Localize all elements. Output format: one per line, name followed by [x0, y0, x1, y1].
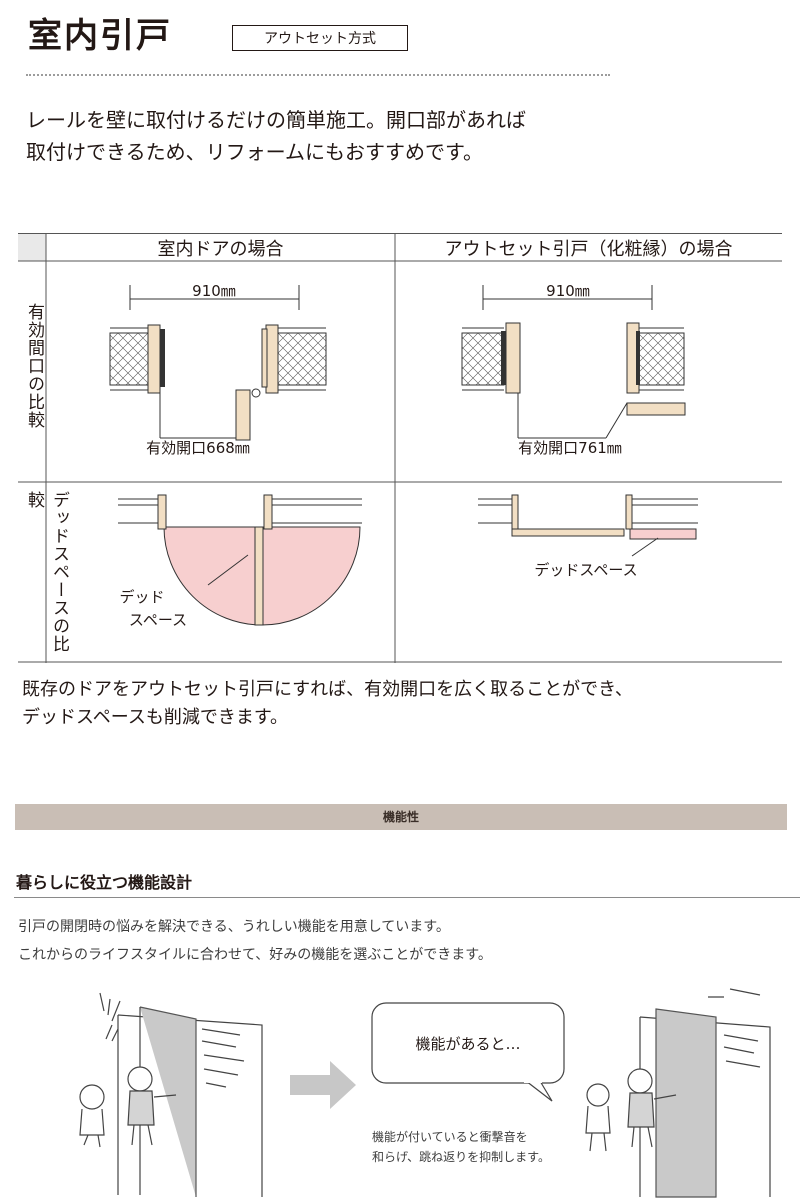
left-dead-label-1: デッド	[119, 588, 164, 606]
intro-line-2: 取付けできるため、リフォームにもおすすめです。	[26, 140, 483, 164]
section-heading: 暮らしに役立つ機能設計	[16, 873, 193, 892]
note-line-2: デッドスペースも削減できます。	[22, 707, 289, 728]
right-outset-plan	[461, 285, 686, 439]
caption-line-1: 機能が付いていると衝撃音を	[372, 1129, 528, 1144]
left-dead-space	[118, 494, 362, 626]
row-label-opening: 有効間口の比較	[24, 303, 44, 429]
speech-bubble	[371, 1002, 565, 1102]
dotted-divider	[26, 74, 610, 76]
section-bar: 機能性	[15, 804, 787, 830]
comparison-grid: 有効開口668㎜ 910㎜ 910㎜ 有効開口761㎜	[18, 233, 782, 663]
heading-underline	[14, 897, 800, 898]
left-door-plan	[109, 285, 327, 441]
caption-line-2: 和らげ、跳ね返りを抑制します。	[372, 1149, 550, 1164]
function-illustration: 機能があると… 機能が付いていると衝撃音を 和らげ、跳ね返りを抑制します。	[0, 975, 800, 1200]
arrow-right-icon	[290, 1061, 356, 1109]
soft-close-scene	[585, 988, 771, 1198]
page-title: 室内引戸	[28, 16, 172, 56]
note-line-1: 既存のドアをアウトセット引戸にすれば、有効開口を広く取ることができ、	[22, 679, 633, 700]
intro-text: レールを壁に取付けるだけの簡単施工。開口部があれば 取付けできるため、リフォーム…	[26, 104, 526, 168]
comparison-note: 既存のドアをアウトセット引戸にすれば、有効開口を広く取ることができ、 デッドスペ…	[22, 676, 633, 732]
method-badge: アウトセット方式	[232, 25, 408, 51]
left-width-text: 910㎜	[192, 282, 236, 300]
left-dead-label-2: スペース	[129, 611, 187, 629]
comparison-table: 有効開口668㎜ 910㎜ 910㎜ 有効開口761㎜	[18, 233, 782, 663]
col-header-outset-door: アウトセット引戸（化粧縁）の場合	[444, 239, 733, 260]
row-label-dead-space: デッドスペースの比較	[24, 491, 69, 653]
section-text-line-2: これからのライフスタイルに合わせて、好みの機能を選ぶことができます。	[18, 947, 492, 963]
section-text: 引戸の開閉時の悩みを解決できる、うれしい機能を用意しています。 これからのライフ…	[18, 913, 492, 969]
right-dead-label: デッドスペース	[534, 561, 637, 579]
section-bar-label: 機能性	[382, 810, 419, 824]
slam-scene	[79, 992, 263, 1197]
col-header-interior-door: 室内ドアの場合	[157, 239, 284, 260]
intro-line-1: レールを壁に取付けるだけの簡単施工。開口部があれば	[26, 108, 526, 132]
bubble-text: 機能があると…	[415, 1035, 520, 1053]
section-text-line-1: 引戸の開閉時の悩みを解決できる、うれしい機能を用意しています。	[18, 919, 450, 935]
left-opening-text: 有効開口668㎜	[146, 439, 250, 457]
right-opening-text: 有効開口761㎜	[518, 439, 622, 457]
right-width-text: 910㎜	[546, 282, 590, 300]
right-dead-space	[478, 494, 698, 557]
